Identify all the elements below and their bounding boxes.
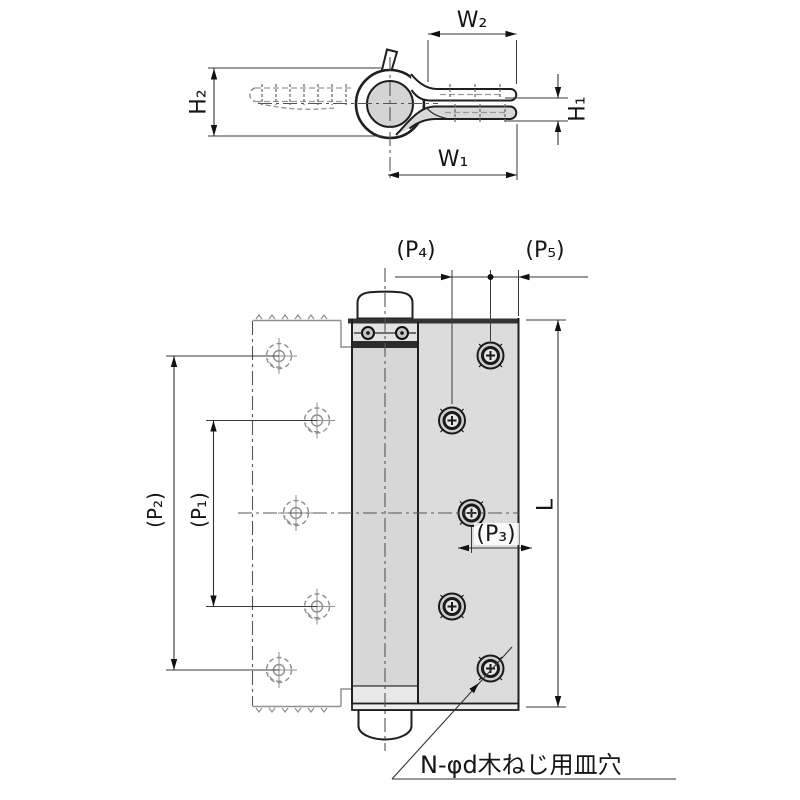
screw-hole-5 <box>476 654 505 683</box>
dimension-p4-p5: (P₄) (P₅) <box>395 238 588 404</box>
dim-label-p2: (P₂) <box>143 492 167 528</box>
dim-label-h1: H₁ <box>566 96 591 121</box>
screw-hole-2 <box>437 406 467 435</box>
ghost-leaf-front <box>251 314 352 713</box>
dimension-h2: H₂ <box>187 67 383 137</box>
note-label: N-φd木ねじ用皿穴 <box>420 751 622 779</box>
plate-bottom-flange <box>351 702 520 711</box>
dimension-w2: W₂ <box>427 8 517 84</box>
dimension-l: L <box>526 319 566 708</box>
dim-label-h2: H₂ <box>187 89 212 114</box>
pin-cap-bottom <box>357 709 413 741</box>
dim-label-l: L <box>534 498 559 511</box>
dimension-w1: W₁ <box>388 124 518 180</box>
hinge-body <box>348 290 520 741</box>
screw-hole-1 <box>476 341 505 370</box>
dim-label-w2: W₂ <box>457 8 488 33</box>
dimension-p1: (P₁) <box>187 420 317 607</box>
dim-label-w1: W₁ <box>438 147 469 172</box>
upper-leaf-section <box>410 73 518 104</box>
dim-label-p3: (P₃) <box>476 522 515 547</box>
dimension-h1: H₁ <box>505 74 591 145</box>
pin-cap-top <box>356 290 414 320</box>
front-view: (P₂) (P₁) <box>143 238 676 780</box>
dim-label-p1: (P₁) <box>187 492 211 528</box>
dim-label-p4: (P₄) <box>396 238 435 263</box>
top-view-cross-section: W₂ H₂ H₁ W₁ <box>187 8 591 180</box>
ghost-leaf-hole-traces <box>261 84 347 105</box>
dimension-p2: (P₂) <box>143 355 279 671</box>
plate-top-edge <box>348 318 519 324</box>
screw-hole-4 <box>437 592 467 621</box>
dim-label-p5: (P₅) <box>525 238 564 263</box>
dimension-p3: (P₃) <box>458 522 532 553</box>
ghost-leaf-section <box>249 84 352 110</box>
screw-hole-note: N-φd木ねじ用皿穴 <box>391 646 676 780</box>
